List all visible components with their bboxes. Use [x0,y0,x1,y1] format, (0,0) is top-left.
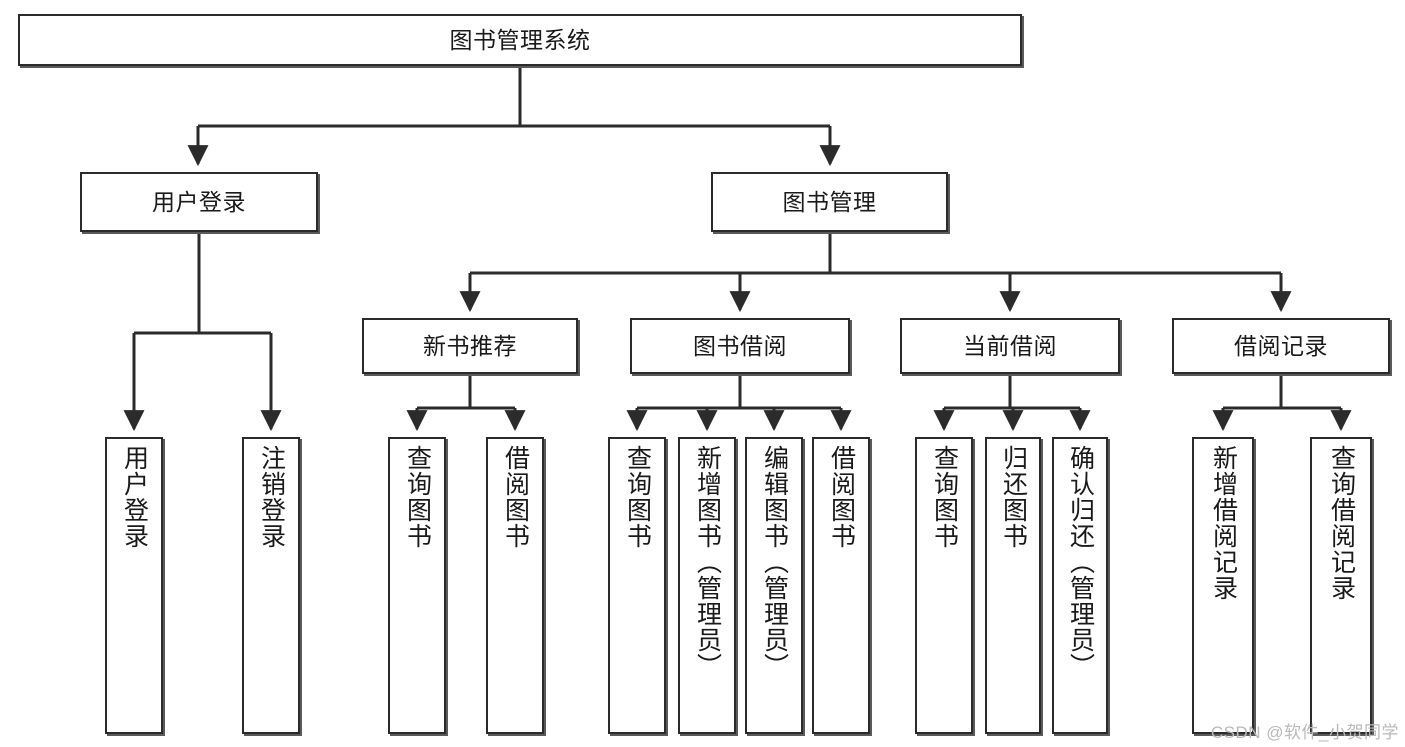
node-borrow-record[interactable]: 借阅记录 [1172,318,1390,374]
node-current-borrow[interactable]: 当前借阅 [900,318,1120,374]
node-leaf-add-book-admin[interactable]: 新增图书（管理员） [678,437,736,734]
node-leaf-query-book-2[interactable]: 查询图书 [608,437,666,734]
node-leaf-borrow-book-1-label: 借阅图书 [501,445,530,549]
node-leaf-borrow-book-2[interactable]: 借阅图书 [812,437,870,734]
node-leaf-confirm-return-admin[interactable]: 确认归还（管理员） [1052,437,1108,734]
node-leaf-edit-book-admin[interactable]: 编辑图书（管理员） [745,437,803,734]
node-root-label: 图书管理系统 [449,26,591,53]
node-leaf-confirm-return-admin-label: 确认归还（管理员） [1066,445,1095,679]
node-borrow-record-label: 借阅记录 [1234,332,1328,359]
node-user-login[interactable]: 用户登录 [80,172,318,232]
node-book-manage-label: 图书管理 [782,188,877,215]
node-book-borrow-label: 图书借阅 [693,332,787,359]
node-leaf-query-book-2-label: 查询图书 [623,445,652,549]
node-leaf-borrow-book-1[interactable]: 借阅图书 [486,437,544,734]
node-leaf-borrow-book-2-label: 借阅图书 [827,445,856,549]
node-leaf-logout-login-label: 注销登录 [257,445,286,549]
node-new-book-recommend-label: 新书推荐 [423,332,517,359]
node-leaf-edit-book-admin-label: 编辑图书（管理员） [760,445,789,679]
node-leaf-return-book[interactable]: 归还图书 [985,437,1041,734]
node-leaf-logout-login[interactable]: 注销登录 [242,437,300,734]
node-leaf-add-borrow-record-label: 新增借阅记录 [1209,445,1238,601]
node-leaf-query-book-1-label: 查询图书 [403,445,432,549]
node-current-borrow-label: 当前借阅 [963,332,1057,359]
node-leaf-query-borrow-record-label: 查询借阅记录 [1327,445,1356,601]
node-leaf-return-book-label: 归还图书 [999,445,1028,549]
node-leaf-query-book-1[interactable]: 查询图书 [388,437,446,734]
node-leaf-user-login[interactable]: 用户登录 [105,437,163,734]
node-leaf-user-login-label: 用户登录 [120,445,149,549]
node-leaf-add-borrow-record[interactable]: 新增借阅记录 [1192,437,1254,734]
node-leaf-query-borrow-record[interactable]: 查询借阅记录 [1310,437,1372,734]
node-leaf-query-book-3[interactable]: 查询图书 [915,437,973,734]
node-root[interactable]: 图书管理系统 [18,14,1022,66]
node-leaf-query-book-3-label: 查询图书 [930,445,959,549]
node-new-book-recommend[interactable]: 新书推荐 [362,318,578,374]
node-user-login-label: 用户登录 [152,188,246,215]
node-book-borrow[interactable]: 图书借阅 [630,318,850,374]
node-leaf-add-book-admin-label: 新增图书（管理员） [693,445,722,679]
node-book-manage[interactable]: 图书管理 [711,172,948,232]
